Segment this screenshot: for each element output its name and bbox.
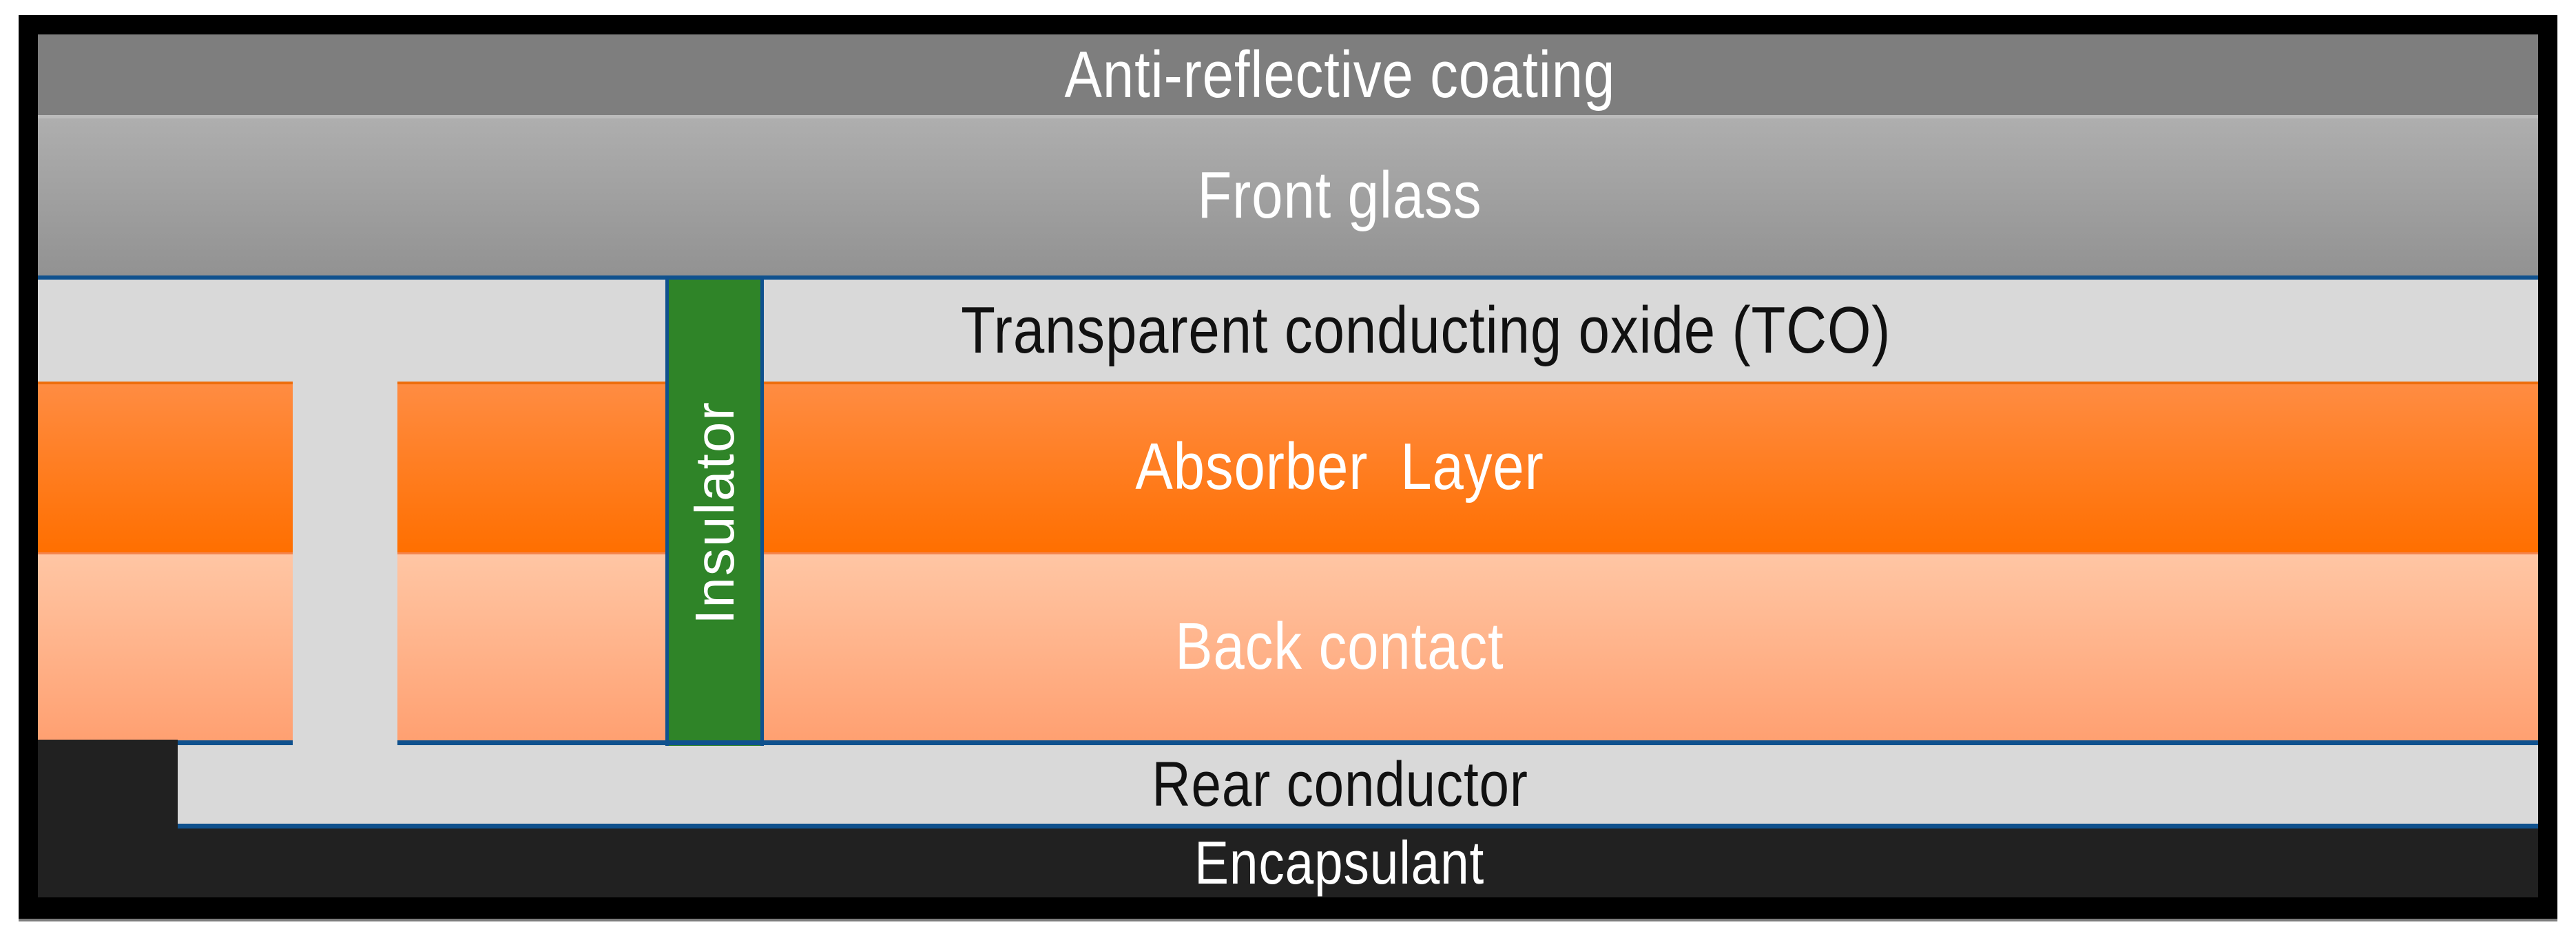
cell-stack-content: Insulator Anti-reflective coating Front … bbox=[38, 34, 2538, 897]
tco-label: Transparent conducting oxide (TCO) bbox=[960, 293, 1891, 367]
tco-scribe-channel bbox=[293, 382, 397, 745]
absorber-layer-label-row: Absorber Layer bbox=[38, 382, 2538, 552]
rear-conductor-label: Rear conductor bbox=[1151, 749, 1528, 820]
layer-front-glass bbox=[38, 115, 2538, 275]
layer-insulator: Insulator bbox=[665, 280, 764, 746]
encapsulant-label: Encapsulant bbox=[1194, 828, 1485, 897]
divider-rearconductor-encapsulant bbox=[178, 824, 2538, 828]
front-glass-label-row: Front glass bbox=[38, 115, 2538, 275]
layer-back-contact bbox=[38, 552, 2538, 740]
absorber-layer-label: Absorber Layer bbox=[1135, 430, 1544, 503]
divider-backcontact-rearconductor-left bbox=[178, 740, 293, 745]
divider-backcontact-rearconductor-right bbox=[397, 740, 2538, 745]
layer-tco bbox=[38, 280, 2538, 382]
encapsulant-label-row: Encapsulant bbox=[38, 828, 2538, 897]
anti-reflective-coating-label: Anti-reflective coating bbox=[1064, 37, 1615, 112]
tco-label-row: Transparent conducting oxide (TCO) bbox=[38, 280, 2538, 382]
back-contact-label-row: Back contact bbox=[38, 552, 2538, 740]
layer-anti-reflective-coating bbox=[38, 34, 2538, 115]
rear-conductor-label-row: Rear conductor bbox=[38, 745, 2538, 824]
encapsulant-left-block bbox=[38, 740, 178, 897]
layer-encapsulant bbox=[38, 828, 2538, 897]
front-glass-label: Front glass bbox=[1197, 158, 1482, 232]
back-contact-label: Back contact bbox=[1175, 609, 1504, 683]
divider-frontglass-tco bbox=[38, 275, 2538, 280]
layer-absorber bbox=[38, 382, 2538, 552]
anti-reflective-coating-label-row: Anti-reflective coating bbox=[38, 34, 2538, 115]
layer-rear-conductor bbox=[178, 745, 2538, 824]
